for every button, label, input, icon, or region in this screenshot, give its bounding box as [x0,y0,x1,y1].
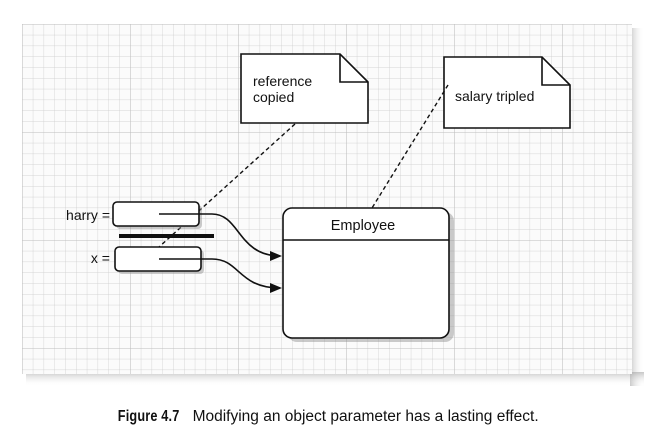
variable-label-harry: harry = [66,207,110,223]
note-connector-reference [136,123,296,268]
note-salary-tripled: salary tripled [443,56,571,129]
variable-label-x: x = [91,250,110,266]
employee-object: Employee [282,207,454,342]
note-reference-copied: reference copied [240,53,369,124]
employee-object-title: Employee [331,218,395,234]
variable-box-x [114,246,204,274]
variable-box-harry [112,201,202,229]
note-reference-line-2: copied [253,89,294,105]
reference-arrow-x [159,258,282,293]
note-salary-line-1: salary tripled [455,88,534,104]
note-connector-salary [371,84,449,209]
figure-label: Figure 4.7 [118,408,180,425]
panel-shadow-right [630,28,644,386]
panel-shadow-bottom [26,372,644,386]
note-reference-line-1: reference [253,73,312,89]
figure-caption-text: Modifying an object parameter has a last… [192,408,539,425]
reference-arrow-harry [159,213,282,261]
separator-bar [119,234,214,238]
figure-caption: Figure 4.7 Modifying an object parameter … [0,408,650,434]
